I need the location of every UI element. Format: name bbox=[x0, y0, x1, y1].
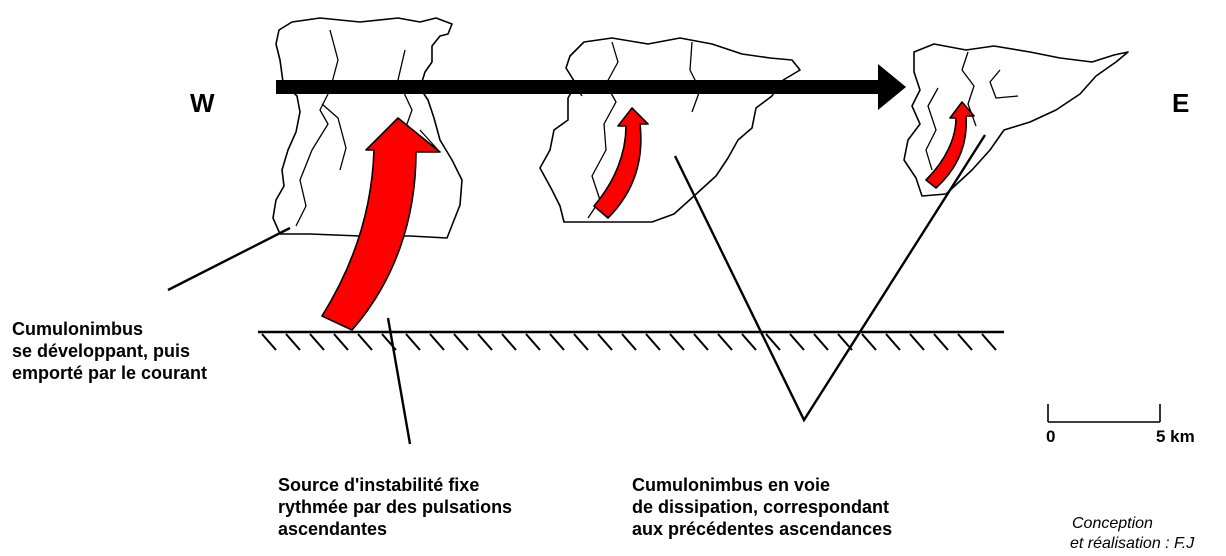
hatch-mark bbox=[645, 333, 661, 351]
updraft-arrow-large bbox=[321, 117, 441, 331]
hatch-mark bbox=[885, 333, 901, 351]
credit: Conception et réalisation : F.J bbox=[1070, 515, 1195, 552]
scale-bar bbox=[1047, 404, 1161, 423]
leader-lines bbox=[167, 134, 987, 445]
dissipation-v-lines bbox=[673, 134, 987, 423]
label-cloud-developing: Cumulonimbus se développant, puis emport… bbox=[12, 319, 208, 383]
hatch-mark bbox=[789, 333, 805, 351]
hatch-mark bbox=[909, 333, 925, 351]
ground bbox=[258, 330, 1004, 351]
hatch-mark bbox=[501, 333, 517, 351]
hatch-mark bbox=[861, 333, 877, 351]
hatch-mark bbox=[669, 333, 685, 351]
hatch-mark bbox=[357, 333, 373, 351]
hatch-mark bbox=[405, 333, 421, 351]
leader-source bbox=[386, 317, 412, 445]
scale-zero-label: 0 bbox=[1046, 427, 1056, 446]
hatch-mark bbox=[525, 333, 541, 351]
west-label: W bbox=[190, 88, 215, 118]
hatch-mark bbox=[813, 333, 829, 351]
hatch-mark bbox=[309, 333, 325, 351]
wind-arrow bbox=[276, 64, 906, 110]
hatch-mark bbox=[693, 333, 709, 351]
updraft-arrow-small bbox=[925, 101, 975, 189]
hatch-mark bbox=[765, 333, 781, 351]
hatch-mark bbox=[549, 333, 565, 351]
hatch-mark bbox=[453, 333, 469, 351]
leader-cloud bbox=[167, 226, 291, 292]
label-dissipating: Cumulonimbus en voie de dissipation, cor… bbox=[632, 475, 893, 539]
hatch-mark bbox=[981, 333, 997, 351]
scale-end-label: 5 km bbox=[1156, 427, 1195, 446]
hatch-mark bbox=[261, 333, 277, 351]
updraft-arrow-middle bbox=[593, 107, 649, 219]
hatch-mark bbox=[573, 333, 589, 351]
hatch-mark bbox=[429, 333, 445, 351]
hatch-mark bbox=[717, 333, 733, 351]
ground-hatching bbox=[261, 333, 997, 351]
hatch-mark bbox=[477, 333, 493, 351]
cloud-middle bbox=[539, 37, 801, 223]
hatch-mark bbox=[285, 333, 301, 351]
hatch-mark bbox=[933, 333, 949, 351]
east-label: E bbox=[1172, 88, 1190, 118]
hatch-mark bbox=[741, 333, 757, 351]
hatch-mark bbox=[621, 333, 637, 351]
label-source: Source d'instabilité fixe rythmée par de… bbox=[278, 475, 513, 539]
hatch-mark bbox=[957, 333, 973, 351]
hatch-mark bbox=[597, 333, 613, 351]
hatch-mark bbox=[333, 333, 349, 351]
updraft-arrows bbox=[321, 101, 975, 331]
